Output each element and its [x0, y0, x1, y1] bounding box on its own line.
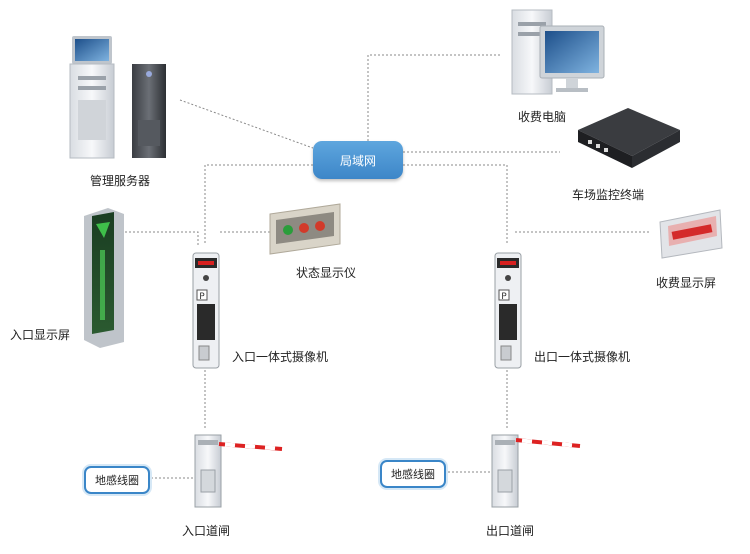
entry-gate-icon — [194, 434, 283, 508]
exit-gate-label: 出口道闸 — [486, 524, 535, 538]
status-display-icon — [269, 203, 341, 255]
entry-display-icon — [84, 208, 124, 348]
lot-monitor-terminal-label: 车场监控终端 — [572, 188, 645, 202]
entry-camera-label: 入口一体式摄像机 — [232, 350, 329, 364]
exit-camera-label: 出口一体式摄像机 — [534, 350, 631, 364]
exit-loop-detector: 地感线圈 — [380, 460, 446, 488]
exit-camera-icon: P — [494, 252, 522, 369]
lan-hub-node: 局域网 — [313, 141, 403, 179]
connection-lines — [125, 54, 650, 479]
billing-display-label: 收费显示屏 — [656, 276, 717, 290]
svg-text:P: P — [501, 292, 507, 302]
lot-monitor-terminal-icon — [578, 108, 680, 168]
exit-gate-icon — [491, 434, 581, 508]
status-display-label: 状态显示仪 — [296, 266, 357, 280]
billing-display-icon — [659, 209, 723, 259]
entry-display-label: 入口显示屏 — [10, 328, 71, 342]
exit-loop-detector-label: 地感线圈 — [391, 468, 435, 481]
entry-loop-detector-label: 地感线圈 — [95, 474, 139, 487]
lan-hub-label: 局域网 — [339, 153, 376, 168]
billing-pc-icon — [511, 9, 605, 95]
entry-loop-detector: 地感线圈 — [84, 466, 150, 494]
management-server-label: 管理服务器 — [90, 174, 151, 188]
management-server-icon — [69, 36, 166, 159]
entry-camera-icon: P — [192, 252, 220, 369]
entry-gate-label: 入口道闸 — [182, 524, 231, 538]
billing-pc-label: 收费电脑 — [518, 110, 567, 124]
svg-text:P: P — [199, 292, 205, 302]
